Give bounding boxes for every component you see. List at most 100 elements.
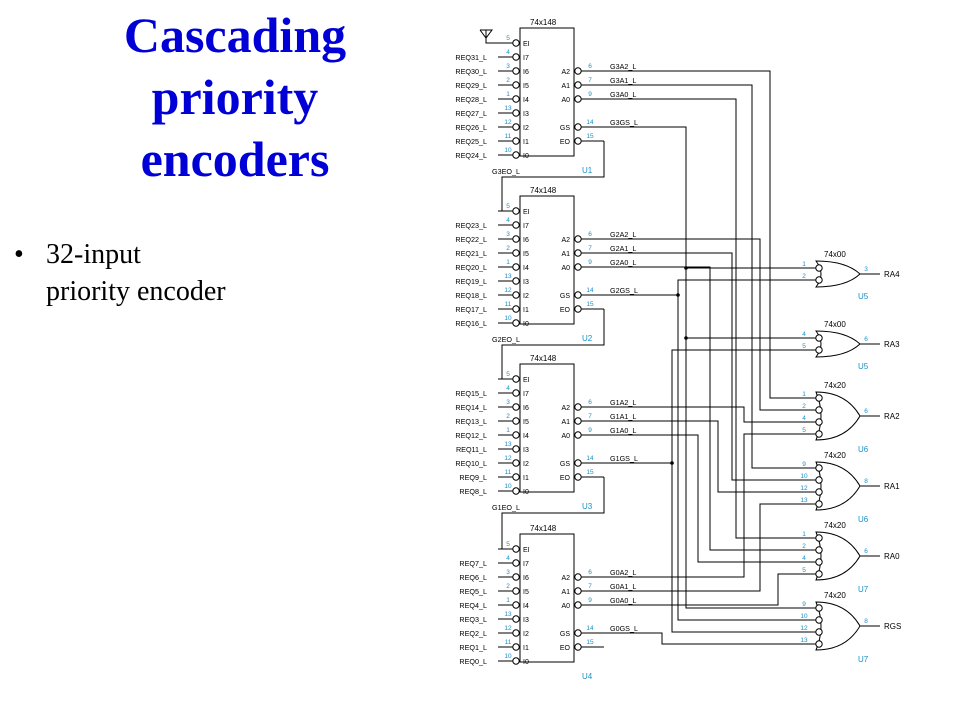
ground-icon xyxy=(479,29,493,39)
pin-number: 12 xyxy=(504,287,512,294)
encoder-pin-label: I3 xyxy=(523,279,529,286)
encoder-body xyxy=(519,533,575,663)
encoder-pin-label: I4 xyxy=(523,433,529,440)
routing-wire xyxy=(685,338,794,609)
request-signal-label: REQ20_L xyxy=(455,263,487,272)
pin-number: 10 xyxy=(800,473,808,480)
encoder-pin-label: EO xyxy=(560,139,571,146)
pin-number: 11 xyxy=(505,133,512,140)
gate-output-label: RA2 xyxy=(884,412,900,421)
pin-number: 10 xyxy=(504,315,512,322)
group-output-label: G1A2_L xyxy=(610,398,636,407)
request-signal-label: REQ29_L xyxy=(455,81,487,90)
group-output-label: G0A1_L xyxy=(610,582,636,591)
gate-ref: U7 xyxy=(858,585,869,594)
output-bubble xyxy=(574,95,582,103)
encoder-part-number: 74x148 xyxy=(530,186,557,195)
encoder-pin-label: I6 xyxy=(523,69,529,76)
encoder-pin-label: I2 xyxy=(523,461,529,468)
pin-number: 9 xyxy=(588,427,592,434)
pin-number: 1 xyxy=(506,259,510,266)
input-bubble xyxy=(512,615,520,623)
pin-number: 2 xyxy=(506,77,510,84)
gate-input-bubble xyxy=(815,430,823,438)
input-bubble xyxy=(512,291,520,299)
encoder-pin-label: A1 xyxy=(561,83,570,90)
input-bubble xyxy=(512,601,520,609)
pin-number: 12 xyxy=(504,455,512,462)
gate-body xyxy=(814,260,861,288)
pin-number: 5 xyxy=(802,343,806,350)
pin-number: 10 xyxy=(800,613,808,620)
encoder-pin-label: EI xyxy=(523,377,530,384)
request-signal-label: REQ22_L xyxy=(455,235,487,244)
title-line-3: encoders xyxy=(140,131,330,187)
encoder-pin-label: I5 xyxy=(523,251,529,258)
encoder-body xyxy=(519,195,575,325)
encoder-pin-label: I0 xyxy=(523,489,529,496)
pin-number: 9 xyxy=(802,601,806,608)
pin-number: 9 xyxy=(588,597,592,604)
encoder-u2: 74x148U2EI5I74REQ23_LI63REQ22_LI52REQ21_… xyxy=(455,186,638,343)
pin-number: 4 xyxy=(506,49,510,56)
pin-number: 7 xyxy=(588,583,592,590)
encoder-pin-label: GS xyxy=(560,293,570,300)
pin-number: 1 xyxy=(802,391,806,398)
encoder-pin-label: I2 xyxy=(523,631,529,638)
title-line-1: Cascading xyxy=(123,7,347,63)
request-signal-label: REQ17_L xyxy=(455,305,487,314)
encoder-pin-label: A2 xyxy=(561,69,570,76)
request-signal-label: REQ6_L xyxy=(459,573,487,582)
group-output-label: G1A1_L xyxy=(610,412,636,421)
gate-output-label: RA3 xyxy=(884,340,900,349)
gate-output-label: RA0 xyxy=(884,552,900,561)
request-signal-label: REQ24_L xyxy=(455,151,487,160)
gate-input-bubble xyxy=(815,616,823,624)
encoder-pin-label: I3 xyxy=(523,111,529,118)
pin-number: 3 xyxy=(506,231,510,238)
input-bubble xyxy=(512,431,520,439)
pin-number: 12 xyxy=(504,625,512,632)
encoder-pin-label: I2 xyxy=(523,293,529,300)
gate-ref: U6 xyxy=(858,515,869,524)
pin-number: 4 xyxy=(802,415,806,422)
output-bubble xyxy=(574,403,582,411)
output-bubble xyxy=(574,459,582,467)
pin-number: 1 xyxy=(802,261,806,268)
encoder-pin-label: I5 xyxy=(523,589,529,596)
gate-input-bubble xyxy=(815,604,823,612)
encoder-pin-label: I5 xyxy=(523,419,529,426)
input-bubble xyxy=(512,445,520,453)
gate-input-bubble xyxy=(815,406,823,414)
pin-number: 10 xyxy=(504,483,512,490)
pin-number: 4 xyxy=(802,331,806,338)
request-signal-label: REQ1_L xyxy=(459,643,487,652)
pin-number: 8 xyxy=(864,618,868,625)
pin-number: 14 xyxy=(586,455,594,462)
input-bubble xyxy=(512,459,520,467)
eo-cascade-wire xyxy=(498,141,605,212)
group-output-label: G2A0_L xyxy=(610,258,636,267)
pin-number: 13 xyxy=(504,105,512,112)
pin-number: 14 xyxy=(586,119,594,126)
encoder-pin-label: I4 xyxy=(523,97,529,104)
request-signal-label: REQ4_L xyxy=(459,601,487,610)
input-bubble xyxy=(512,277,520,285)
encoder-pin-label: I6 xyxy=(523,575,529,582)
group-output-label: G2A2_L xyxy=(610,230,636,239)
input-bubble xyxy=(512,319,520,327)
pin-number: 2 xyxy=(506,245,510,252)
routing-wire xyxy=(604,70,794,399)
request-signal-label: REQ31_L xyxy=(455,53,487,62)
input-bubble xyxy=(512,221,520,229)
group-output-label: G0A0_L xyxy=(610,596,636,605)
request-signal-label: REQ30_L xyxy=(455,67,487,76)
eo-signal-label: G3EO_L xyxy=(492,167,520,176)
input-bubble xyxy=(512,629,520,637)
input-bubble xyxy=(512,137,520,145)
routing-wire xyxy=(604,433,794,578)
